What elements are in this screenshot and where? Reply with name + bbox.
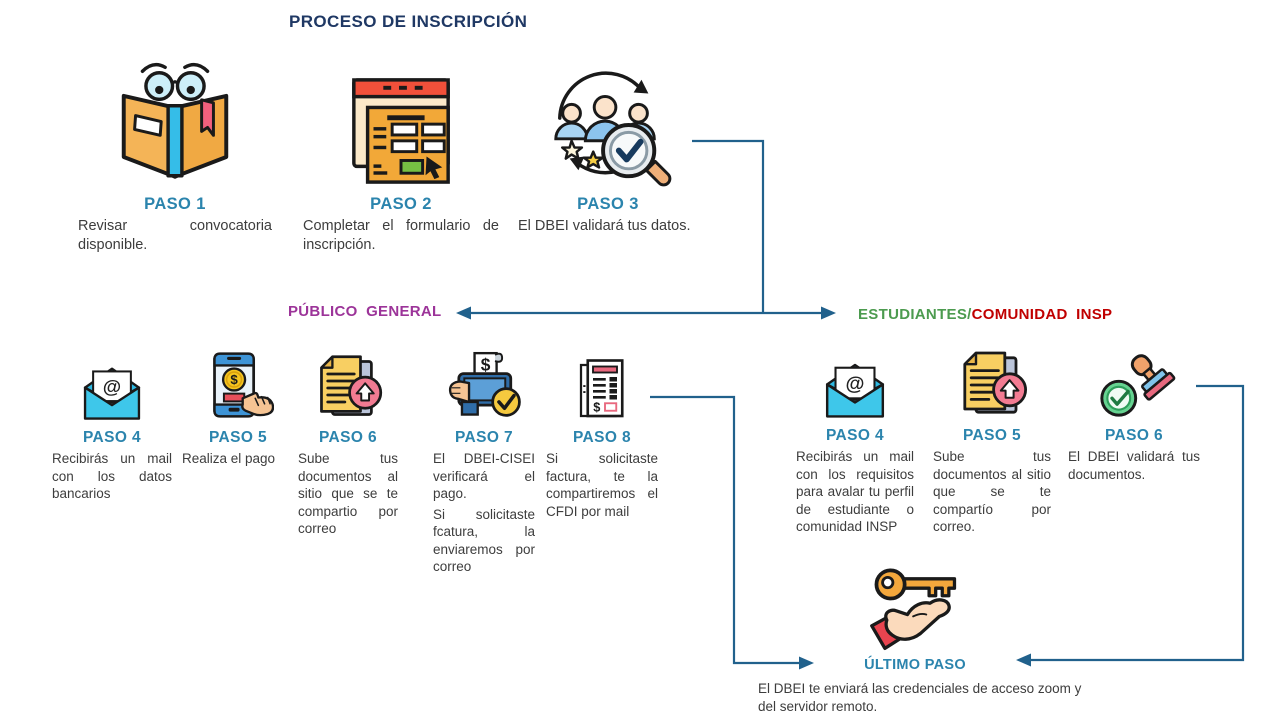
people-review-icon	[544, 62, 672, 190]
mail-icon	[820, 358, 890, 422]
upload-documents-icon	[309, 352, 387, 424]
step-text-secondary: Si solicitaste fcatura, la enviaremos po…	[433, 506, 535, 575]
upload-documents-icon	[952, 348, 1032, 422]
students-label-red: COMUNIDAD INSP	[971, 306, 1113, 323]
students-step-paso-4: PASO 4 Recibirás un mail con los requisi…	[796, 338, 914, 536]
step-label: PASO 6	[1104, 427, 1164, 444]
arrowhead-to-final-left	[799, 656, 814, 670]
step-paso-3: PASO 3 El DBEI validará tus datos.	[518, 48, 698, 236]
students-step-paso-6: PASO 6 El DBEI validará tus documentos.	[1068, 338, 1200, 483]
branch-title-students: ESTUDIANTES/COMUNIDAD INSP	[858, 306, 1112, 323]
public-step-paso-8: PASO 8 Si solicitaste factura, te la com…	[546, 340, 658, 520]
form-icon	[346, 74, 456, 190]
step-paso-1: PASO 1 Revisar convocatoria disponible.	[78, 48, 272, 255]
key-hand-icon	[864, 560, 966, 654]
step-label: PASO 1	[144, 195, 206, 213]
step-text: Recibirás un mail con los requisitos par…	[796, 449, 914, 535]
step-text: El DBEI validará tus documentos.	[1068, 449, 1200, 482]
step-text: Sube tus documentos al sitio que se te c…	[933, 449, 1051, 535]
step-text: Completar el formulario de inscripción.	[303, 218, 499, 253]
students-step-paso-5: PASO 5 Sube tus documentos al sitio que …	[933, 338, 1051, 536]
invoice-icon	[575, 354, 629, 424]
final-step-label: ÚLTIMO PASO	[864, 657, 966, 673]
public-step-paso-4: PASO 4 Recibirás un mail con los datos b…	[52, 340, 172, 503]
step-label: PASO 3	[577, 195, 639, 213]
step-text: Realiza el pago	[182, 451, 276, 466]
step-label: PASO 6	[318, 429, 378, 446]
arrowhead-to-public	[456, 306, 471, 320]
step-text: Revisar convocatoria disponible.	[78, 218, 272, 253]
step-label: PASO 4	[825, 427, 885, 444]
public-step-paso-7: PASO 7 El DBEI-CISEI verificará el pago.…	[433, 340, 535, 576]
final-step-text: El DBEI te enviará las credenciales de a…	[758, 681, 1082, 714]
public-step-paso-6: PASO 6 Sube tus documentos al sitio que …	[298, 340, 398, 538]
branch-title-public: PÚBLICO GENERAL	[288, 303, 442, 320]
step-text: Sube tus documentos al sitio que se te c…	[298, 451, 398, 537]
step-label: PASO 8	[572, 429, 632, 446]
step-text: Si solicitaste factura, te la compartire…	[546, 451, 658, 519]
arrow-public-to-final	[650, 395, 800, 665]
step-label: PASO 7	[454, 429, 514, 446]
arrowhead-to-final-right	[1016, 653, 1031, 667]
step-text: El DBEI-CISEI verificará el pago.	[433, 451, 535, 502]
step-text: Recibirás un mail con los datos bancario…	[52, 451, 172, 502]
page-title: PROCESO DE INSCRIPCIÓN	[289, 12, 528, 31]
step-label: PASO 4	[82, 429, 142, 446]
stamp-approved-icon	[1090, 344, 1178, 422]
public-step-paso-5: PASO 5 Realiza el pago	[182, 340, 294, 468]
mail-icon	[78, 362, 146, 424]
step-paso-2: PASO 2 Completar el formulario de inscri…	[303, 48, 499, 255]
final-step	[845, 560, 985, 654]
payment-verification-icon	[443, 350, 525, 424]
arrowhead-to-students	[821, 306, 836, 320]
step-label: PASO 5	[208, 429, 268, 446]
students-label-green: ESTUDIANTES/	[858, 306, 972, 323]
phone-payment-icon	[202, 346, 274, 424]
book-icon	[106, 56, 244, 190]
step-label: PASO 2	[370, 195, 432, 213]
step-text: El DBEI validará tus datos.	[518, 218, 691, 234]
step-label: PASO 5	[962, 427, 1022, 444]
arrow-paso3-to-split	[692, 139, 765, 313]
